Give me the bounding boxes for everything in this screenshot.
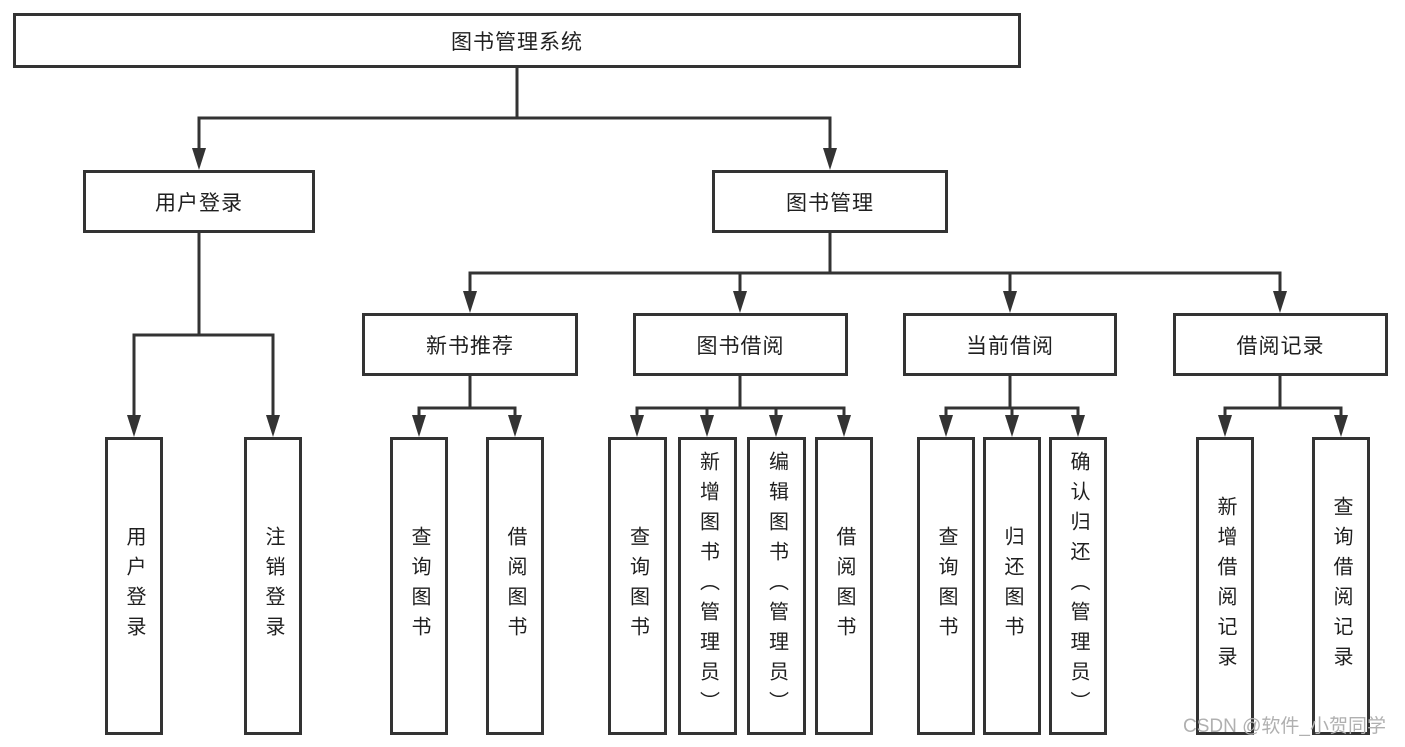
node-label: 借阅记录	[1236, 334, 1325, 358]
node-label: 查询图书	[408, 526, 430, 646]
node-label: 用户登录	[155, 191, 243, 215]
node-label: 归还图书	[1001, 526, 1023, 646]
connector-root-to-level2	[197, 68, 832, 151]
node-label: 确认归还（管理员）	[1067, 451, 1089, 721]
connector-book-borrow-children	[635, 376, 846, 418]
connector-book-mgmt-children	[468, 233, 1282, 294]
arrowheads-user-login-children	[127, 415, 280, 437]
node-label: 图书借阅	[696, 334, 785, 358]
node-book-management: 图书管理	[712, 170, 948, 233]
node-label: 新增图书（管理员）	[696, 451, 719, 721]
node-leaf-query-books-current: 查询图书	[917, 437, 975, 735]
arrowheads-current-borrow-children	[939, 415, 1085, 437]
node-user-login: 用户登录	[83, 170, 315, 233]
node-label: 查询图书	[935, 526, 957, 646]
node-label: 编辑图书（管理员）	[765, 451, 788, 721]
node-label: 图书管理系统	[451, 30, 583, 54]
node-label: 借阅图书	[833, 526, 855, 646]
node-label: 注销登录	[262, 526, 284, 646]
arrowheads-level2	[192, 148, 837, 170]
node-label: 当前借阅	[966, 334, 1054, 358]
node-leaf-borrow-books-rec: 借阅图书	[486, 437, 544, 735]
node-label: 新增借阅记录	[1214, 496, 1236, 676]
connector-current-borrow-children	[944, 376, 1080, 418]
node-leaf-logout: 注销登录	[244, 437, 302, 735]
node-leaf-add-books-admin: 新增图书（管理员）	[678, 437, 737, 735]
node-label: 查询图书	[626, 526, 649, 646]
node-leaf-query-books-borrow: 查询图书	[608, 437, 667, 735]
node-root-library-system: 图书管理系统	[13, 13, 1021, 68]
csdn-watermark: CSDN @软件_小贺同学	[1183, 716, 1386, 737]
node-label: 用户登录	[123, 526, 145, 646]
node-borrow-records: 借阅记录	[1173, 313, 1388, 376]
node-current-borrowing: 当前借阅	[903, 313, 1117, 376]
node-new-book-recommend: 新书推荐	[362, 313, 578, 376]
connector-new-rec-children	[417, 376, 517, 418]
arrowheads-level3	[463, 291, 1287, 313]
connector-user-login-children	[132, 233, 275, 418]
node-leaf-query-borrow-record: 查询借阅记录	[1312, 437, 1370, 735]
node-leaf-user-login: 用户登录	[105, 437, 163, 735]
node-leaf-return-books: 归还图书	[983, 437, 1041, 735]
connector-borrow-records-children	[1223, 376, 1343, 418]
node-label: 图书管理	[786, 191, 874, 215]
node-leaf-add-borrow-record: 新增借阅记录	[1196, 437, 1254, 735]
node-label: 借阅图书	[504, 526, 526, 646]
arrowheads-borrow-records-children	[1218, 415, 1348, 437]
arrowheads-book-borrow-children	[630, 415, 851, 437]
node-book-borrowing: 图书借阅	[633, 313, 848, 376]
node-label: 新书推荐	[426, 334, 514, 358]
node-leaf-query-books-rec: 查询图书	[390, 437, 448, 735]
node-leaf-borrow-books: 借阅图书	[815, 437, 873, 735]
node-leaf-confirm-return-admin: 确认归还（管理员）	[1049, 437, 1107, 735]
arrowheads-new-rec-children	[412, 415, 522, 437]
node-leaf-edit-books-admin: 编辑图书（管理员）	[747, 437, 806, 735]
node-label: 查询借阅记录	[1330, 496, 1352, 676]
